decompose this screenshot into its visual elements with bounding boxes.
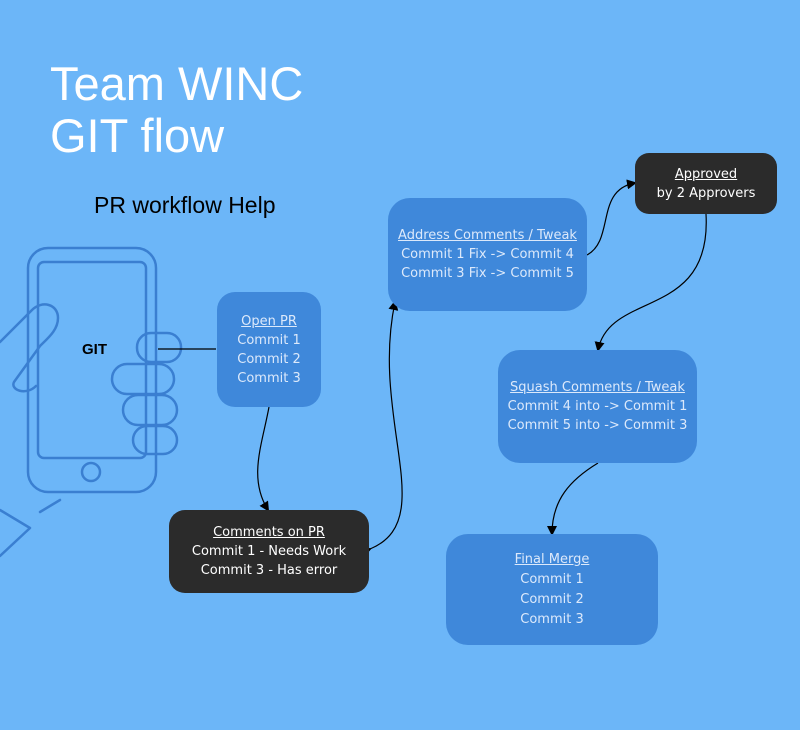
- git-label: GIT: [82, 341, 107, 358]
- phone-outer-outline: [26, 246, 158, 494]
- node-open-pr[interactable]: Open PR Commit 1 Commit 2 Commit 3: [217, 292, 321, 407]
- hand-finger-3: [121, 393, 179, 427]
- node-squash-comments-title: Squash Comments / Tweak: [510, 380, 685, 395]
- node-final-merge-line: Commit 1: [520, 571, 584, 587]
- node-open-pr-line: Commit 2: [237, 351, 301, 367]
- node-open-pr-line: Commit 3: [237, 370, 301, 386]
- node-address-comments-title: Address Comments / Tweak: [398, 228, 577, 243]
- hand-finger-2: [110, 362, 176, 396]
- arrow-approved-to-squash: [594, 213, 707, 352]
- page-subtitle: PR workflow Help: [94, 192, 276, 218]
- node-approved-line: by 2 Approvers: [656, 185, 756, 201]
- node-address-comments-line: Commit 1 Fix -> Commit 4: [401, 247, 574, 262]
- node-approved-title: Approved: [674, 166, 738, 182]
- hand-finger-4: [131, 424, 179, 456]
- node-comments-on-pr-line: Commit 1 - Needs Work: [191, 544, 347, 559]
- node-approved[interactable]: Approved by 2 Approvers: [635, 153, 777, 214]
- hand-thumb: [0, 303, 60, 393]
- hand-palm-lower: [0, 508, 32, 558]
- page-title: Team WINC GIT flow: [50, 58, 303, 162]
- hand-finger-1: [135, 331, 183, 364]
- node-final-merge-title: Final Merge: [514, 551, 590, 567]
- phone-home-button: [80, 461, 102, 483]
- hand-wrist-line: [38, 498, 62, 514]
- title-line-2: GIT flow: [50, 109, 225, 162]
- arrow-open-to-comments: [257, 406, 270, 512]
- hand-holding-phone-icon: [0, 246, 183, 558]
- node-squash-comments-line: Commit 5 into -> Commit 3: [507, 418, 688, 433]
- node-open-pr-line: Commit 1: [237, 332, 301, 348]
- node-final-merge-line: Commit 2: [520, 591, 584, 607]
- node-comments-on-pr-line: Commit 3 - Has error: [200, 563, 338, 578]
- node-address-comments-line: Commit 3 Fix -> Commit 5: [401, 266, 574, 281]
- node-address-comments[interactable]: Address Comments / Tweak Commit 1 Fix ->…: [388, 198, 587, 311]
- arrow-comments-address: [360, 300, 403, 557]
- node-squash-comments-line: Commit 4 into -> Commit 1: [507, 399, 688, 414]
- node-open-pr-title: Open PR: [241, 313, 297, 329]
- arrow-address-to-approved: [586, 179, 637, 256]
- title-line-1: Team WINC: [50, 57, 304, 110]
- arrow-squash-to-merge: [547, 462, 599, 536]
- node-squash-comments[interactable]: Squash Comments / Tweak Commit 4 into ->…: [498, 350, 697, 463]
- phone-screen-outline: [36, 260, 148, 460]
- node-final-merge[interactable]: Final Merge Commit 1 Commit 2 Commit 3: [446, 534, 658, 645]
- node-final-merge-line: Commit 3: [520, 611, 584, 627]
- node-comments-on-pr[interactable]: Comments on PR Commit 1 - Needs Work Com…: [169, 510, 369, 593]
- node-comments-on-pr-title: Comments on PR: [213, 525, 325, 540]
